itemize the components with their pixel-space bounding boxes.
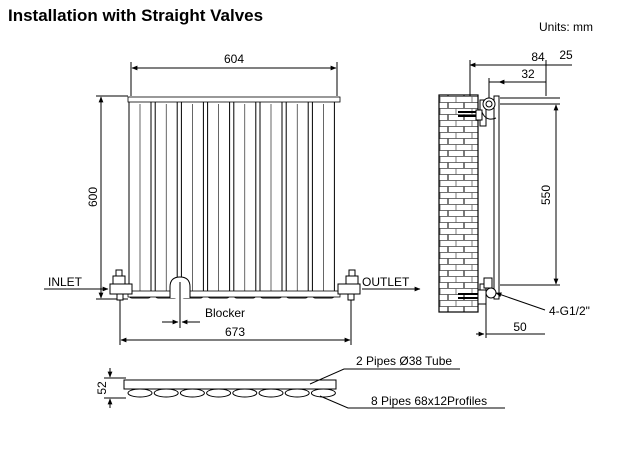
top-depth-dim-text: 52	[95, 381, 109, 395]
blocker-label: Blocker	[205, 306, 245, 320]
tube-leader: 2 Pipes Ø38 Tube	[309, 354, 460, 385]
center-distance-dimension: 550	[500, 104, 560, 286]
radiator-side-profile	[493, 95, 500, 300]
top-view-profiles	[127, 388, 336, 398]
top-profile	[206, 388, 232, 398]
inlet-label: INLET	[48, 275, 83, 289]
connection-label: 4-G1/2"	[549, 304, 590, 318]
wall-distance-dimension: 32	[488, 67, 546, 98]
bottom-header-tube	[127, 290, 341, 298]
side-view: 84 25 32 550 4-G1/2"	[438, 48, 590, 338]
top-profile	[153, 388, 179, 398]
top-header-tube	[127, 96, 341, 103]
top-profile	[258, 388, 284, 398]
height-dimension: 600	[86, 95, 128, 300]
connection-leader: 4-G1/2"	[495, 292, 590, 318]
top-profile	[232, 388, 258, 398]
top-connection	[458, 97, 497, 121]
drawing-title: Installation with Straight Valves	[8, 6, 264, 25]
valve-span-dimension: 673	[120, 325, 351, 343]
depth-dimension: 84 25	[469, 48, 573, 96]
top-profile	[127, 388, 153, 398]
depth-dim-text: 84	[531, 50, 545, 64]
valve-dim-text: 50	[513, 320, 527, 334]
tube-label: 2 Pipes Ø38 Tube	[356, 354, 452, 368]
center-dim-text: 550	[539, 185, 553, 205]
valve-depth-dimension: 50	[476, 314, 545, 338]
inlet-valve: INLET	[44, 269, 133, 345]
height-dim-text: 600	[86, 187, 100, 207]
wall-dim-text: 32	[521, 67, 535, 81]
top-profile	[284, 388, 310, 398]
valve-span-dim-text: 673	[225, 325, 245, 339]
top-view: 52 2 Pipes Ø38 Tube 8 Pipes 68x12Profile…	[95, 354, 505, 409]
profiles-label: 8 Pipes 68x12Profiles	[371, 394, 487, 408]
radiator-front-panels	[128, 97, 335, 299]
width-dimension: 604	[130, 52, 338, 96]
top-depth-dimension: 52	[95, 368, 126, 408]
outlet-valve: OUTLET	[337, 269, 421, 345]
front-view: 604 600 Blocker	[44, 52, 421, 345]
top-view-tube	[123, 379, 337, 390]
blocker: Blocker	[162, 276, 245, 328]
profiles-leader: 8 Pipes 68x12Profiles	[319, 394, 505, 409]
wall	[438, 94, 479, 313]
bottom-connection	[458, 277, 497, 318]
top-profile	[310, 388, 336, 398]
offset-dim-text: 25	[559, 48, 573, 62]
outlet-label: OUTLET	[362, 275, 410, 289]
top-profile	[179, 388, 205, 398]
units-label: Units: mm	[539, 20, 593, 34]
width-dim-text: 604	[224, 52, 244, 66]
